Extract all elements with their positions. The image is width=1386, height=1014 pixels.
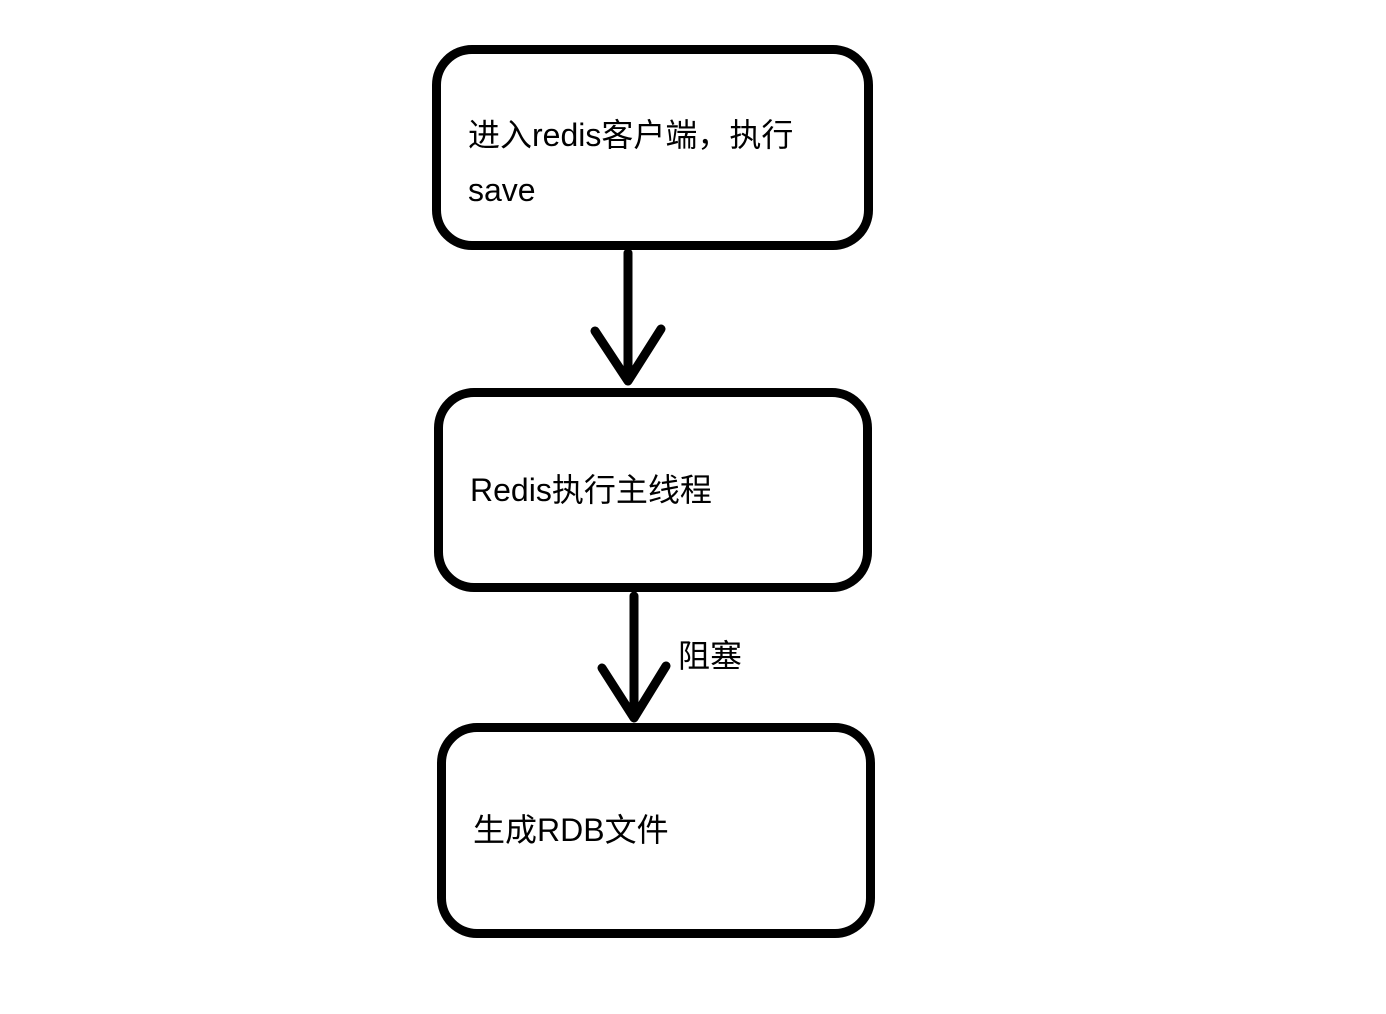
flow-node-redis-main-thread: Redis执行主线程 xyxy=(434,388,872,592)
down-arrow-connector-1 xyxy=(590,248,666,386)
node-text-line: save xyxy=(468,171,536,208)
flow-node-enter-redis-client-save: 进入redis客户端，执行 save xyxy=(432,45,873,250)
edge-label-blocking: 阻塞 xyxy=(678,638,743,674)
node-text-line: 进入redis客户端，执行 xyxy=(468,116,794,153)
flow-node-generate-rdb-file: 生成RDB文件 xyxy=(437,723,875,938)
node-text-line: Redis执行主线程 xyxy=(470,471,712,508)
node-text-line: 生成RDB文件 xyxy=(473,812,669,848)
down-arrow-connector-2 xyxy=(597,591,671,723)
